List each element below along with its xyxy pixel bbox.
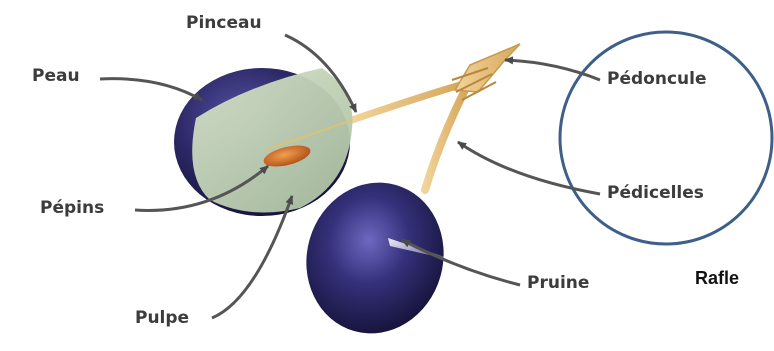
- label-pruine: Pruine: [527, 275, 589, 292]
- rafle-circle: [560, 32, 772, 244]
- label-pinceau: Pinceau: [186, 15, 262, 32]
- label-rafle: Rafle: [695, 269, 739, 287]
- arrow-pedicelles: [458, 142, 600, 194]
- arrow-peau: [100, 79, 202, 100]
- label-pedicelles: Pédicelles: [607, 185, 704, 202]
- pedicel-lower: [425, 90, 465, 190]
- label-pulpe: Pulpe: [135, 310, 189, 327]
- label-pedoncule: Pédoncule: [607, 71, 706, 88]
- stem-group: [352, 44, 520, 190]
- label-peau: Peau: [32, 68, 80, 85]
- pedicel-upper: [352, 85, 460, 120]
- label-pepins: Pépins: [40, 200, 104, 217]
- cut-berry: [174, 68, 352, 216]
